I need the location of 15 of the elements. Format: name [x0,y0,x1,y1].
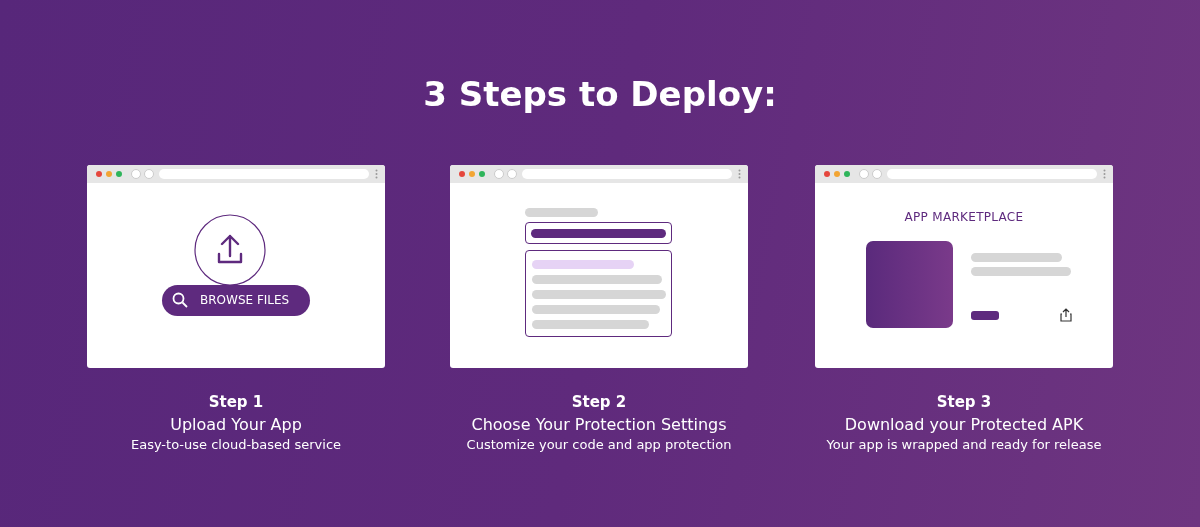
browser-window [450,165,748,368]
step-description: Customize your code and app protection [465,437,733,452]
step-title: Download your Protected APK [843,415,1085,434]
browse-button: BROWSE FILES [162,285,310,316]
step-description: Your app is wrapped and ready for release [825,437,1103,452]
browser-window [815,165,1113,368]
step-description: Easy-to-use cloud-based service [129,437,343,452]
step-number: Step 1 [207,393,265,411]
store-heading: APP MARKETPLACE [903,210,1025,224]
title: 3 Steps to Deploy: [422,74,778,114]
browser-window [87,165,385,368]
step-title: Upload Your App [169,415,303,434]
step-number: Step 3 [935,393,993,411]
step-title: Choose Your Protection Settings [470,415,728,434]
step-number: Step 2 [570,393,628,411]
